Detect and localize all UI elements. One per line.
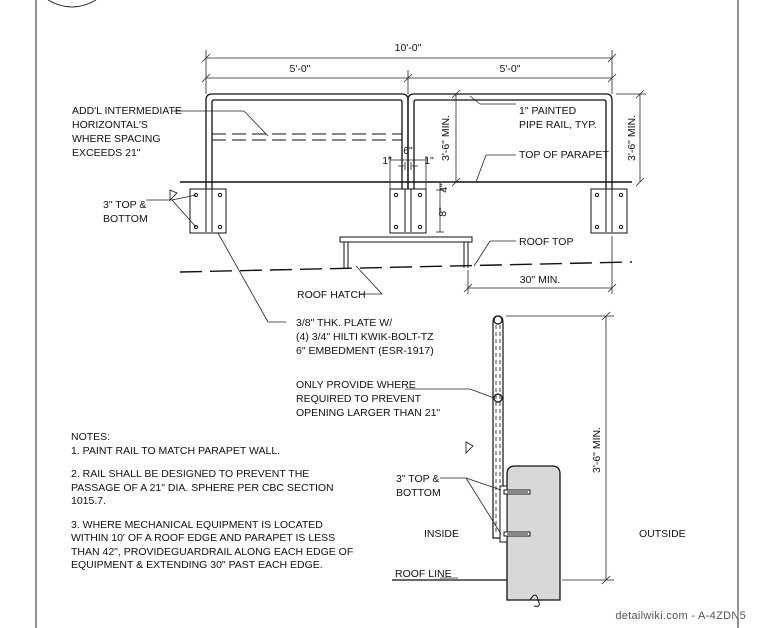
flag-markers	[169, 189, 474, 454]
top-bottom-elev-label-2: BOTTOM	[103, 213, 148, 225]
post-4-label: 4"	[438, 183, 450, 193]
note-line: PASSAGE OF A 21" DIA. SPHERE PER CBC SEC…	[71, 481, 334, 494]
sheet-frame	[35, 0, 739, 628]
plate-label-2: (4) 3/4" HILTI KWIK-BOLT-TZ	[296, 331, 434, 343]
plate-label-3: 6" EMBEDMENT (ESR-1917)	[296, 345, 434, 357]
pipe-rail	[205, 93, 613, 232]
top-bottom-elev-label-1: 3" TOP &	[103, 199, 146, 211]
parapet-wall-section	[506, 465, 561, 601]
elevation-leaders	[146, 95, 516, 323]
post-6-label: 6"	[403, 145, 413, 157]
top-bottom-section-label-2: BOTTOM	[396, 487, 441, 499]
note-line: WITHIN 10' OF A ROOF EDGE AND PARAPET IS…	[71, 532, 336, 544]
intermediate-label-2: HORIZONTAL'S	[72, 119, 148, 131]
rail-height-right-dimension	[616, 89, 646, 187]
hatch-offset-label: 30" MIN.	[520, 274, 561, 286]
left-span-label: 5'-0"	[290, 63, 311, 75]
notes-title: NOTES:	[71, 431, 111, 443]
pipe-rail-label-2: PIPE RAIL, TYP.	[519, 119, 597, 131]
pipe-rail-label-1: 1" PAINTED	[519, 105, 577, 117]
intermediate-horizontal	[212, 133, 402, 141]
note-line: EQUIPMENT & EXTENDING 30" PAST EACH EDGE…	[71, 559, 323, 571]
base-plate-center	[389, 188, 427, 234]
roof-line-label: ROOF LINE	[395, 568, 452, 580]
post-height-dimension	[436, 89, 461, 233]
section-height-dimension	[506, 311, 614, 585]
roof-top-line	[179, 261, 633, 273]
note-line: 1015.7.	[71, 495, 107, 507]
top-bottom-section-label-1: 3" TOP &	[396, 473, 439, 485]
only-provide-label-2: REQUIRED TO PREVENT	[296, 393, 422, 405]
top-parapet-label: TOP OF PARAPET	[519, 149, 609, 161]
roof-hatch-label: ROOF HATCH	[297, 289, 366, 301]
rail-height-right-label: 3'-6" MIN.	[626, 115, 638, 161]
roof-hatch	[339, 236, 473, 268]
post-height-label: 3'-6" MIN.	[440, 115, 452, 161]
right-span-label: 5'-0"	[500, 63, 521, 75]
intermediate-label-1: ADD'L INTERMEDIATE	[72, 105, 182, 117]
intermediate-label-4: EXCEEDS 21"	[72, 147, 141, 159]
section-plate-bolts	[499, 485, 531, 543]
post-1-left-label: 1"	[382, 155, 392, 167]
plate-label-1: 3/8" THK. PLATE W/	[296, 317, 392, 329]
roof-top-label: ROOF TOP	[519, 236, 573, 248]
overall-dimension-label: 10'-0"	[395, 42, 422, 54]
post-width-dims	[389, 156, 427, 189]
only-provide-label-3: OPENING LARGER THAN 21"	[296, 407, 440, 419]
section-leaders	[405, 388, 502, 579]
section-height-label: 3'-6" MIN.	[591, 427, 603, 473]
intermediate-label-3: WHERE SPACING	[72, 133, 160, 145]
base-plate-right	[590, 188, 628, 234]
post-8-label: 8"	[437, 207, 449, 217]
overall-dimension	[201, 50, 617, 94]
outside-label: OUTSIDE	[639, 528, 686, 540]
section-rail-post	[492, 315, 504, 539]
inside-label: INSIDE	[424, 528, 459, 540]
only-provide-label-1: ONLY PROVIDE WHERE	[296, 379, 416, 391]
note-line: 1. PAINT RAIL TO MATCH PARAPET WALL.	[71, 444, 281, 457]
notes-block: NOTES: 1. PAINT RAIL TO MATCH PARAPET WA…	[71, 431, 354, 573]
note-line: 3. WHERE MECHANICAL EQUIPMENT IS LOCATED	[71, 518, 323, 531]
wall-break-line	[529, 594, 540, 607]
post-1-right-label: 1"	[424, 155, 434, 167]
base-plate-left	[189, 188, 227, 234]
span-dimensions	[201, 70, 617, 94]
source-credit: detailwiki.com - A-4ZDN5	[615, 610, 746, 622]
hatch-offset-dimension	[463, 236, 617, 294]
note-line: THAN 42", PROVIDEGUARDRAIL ALONG EACH ED…	[71, 545, 354, 558]
note-line: 2. RAIL SHALL BE DESIGNED TO PREVENT THE	[71, 468, 310, 480]
